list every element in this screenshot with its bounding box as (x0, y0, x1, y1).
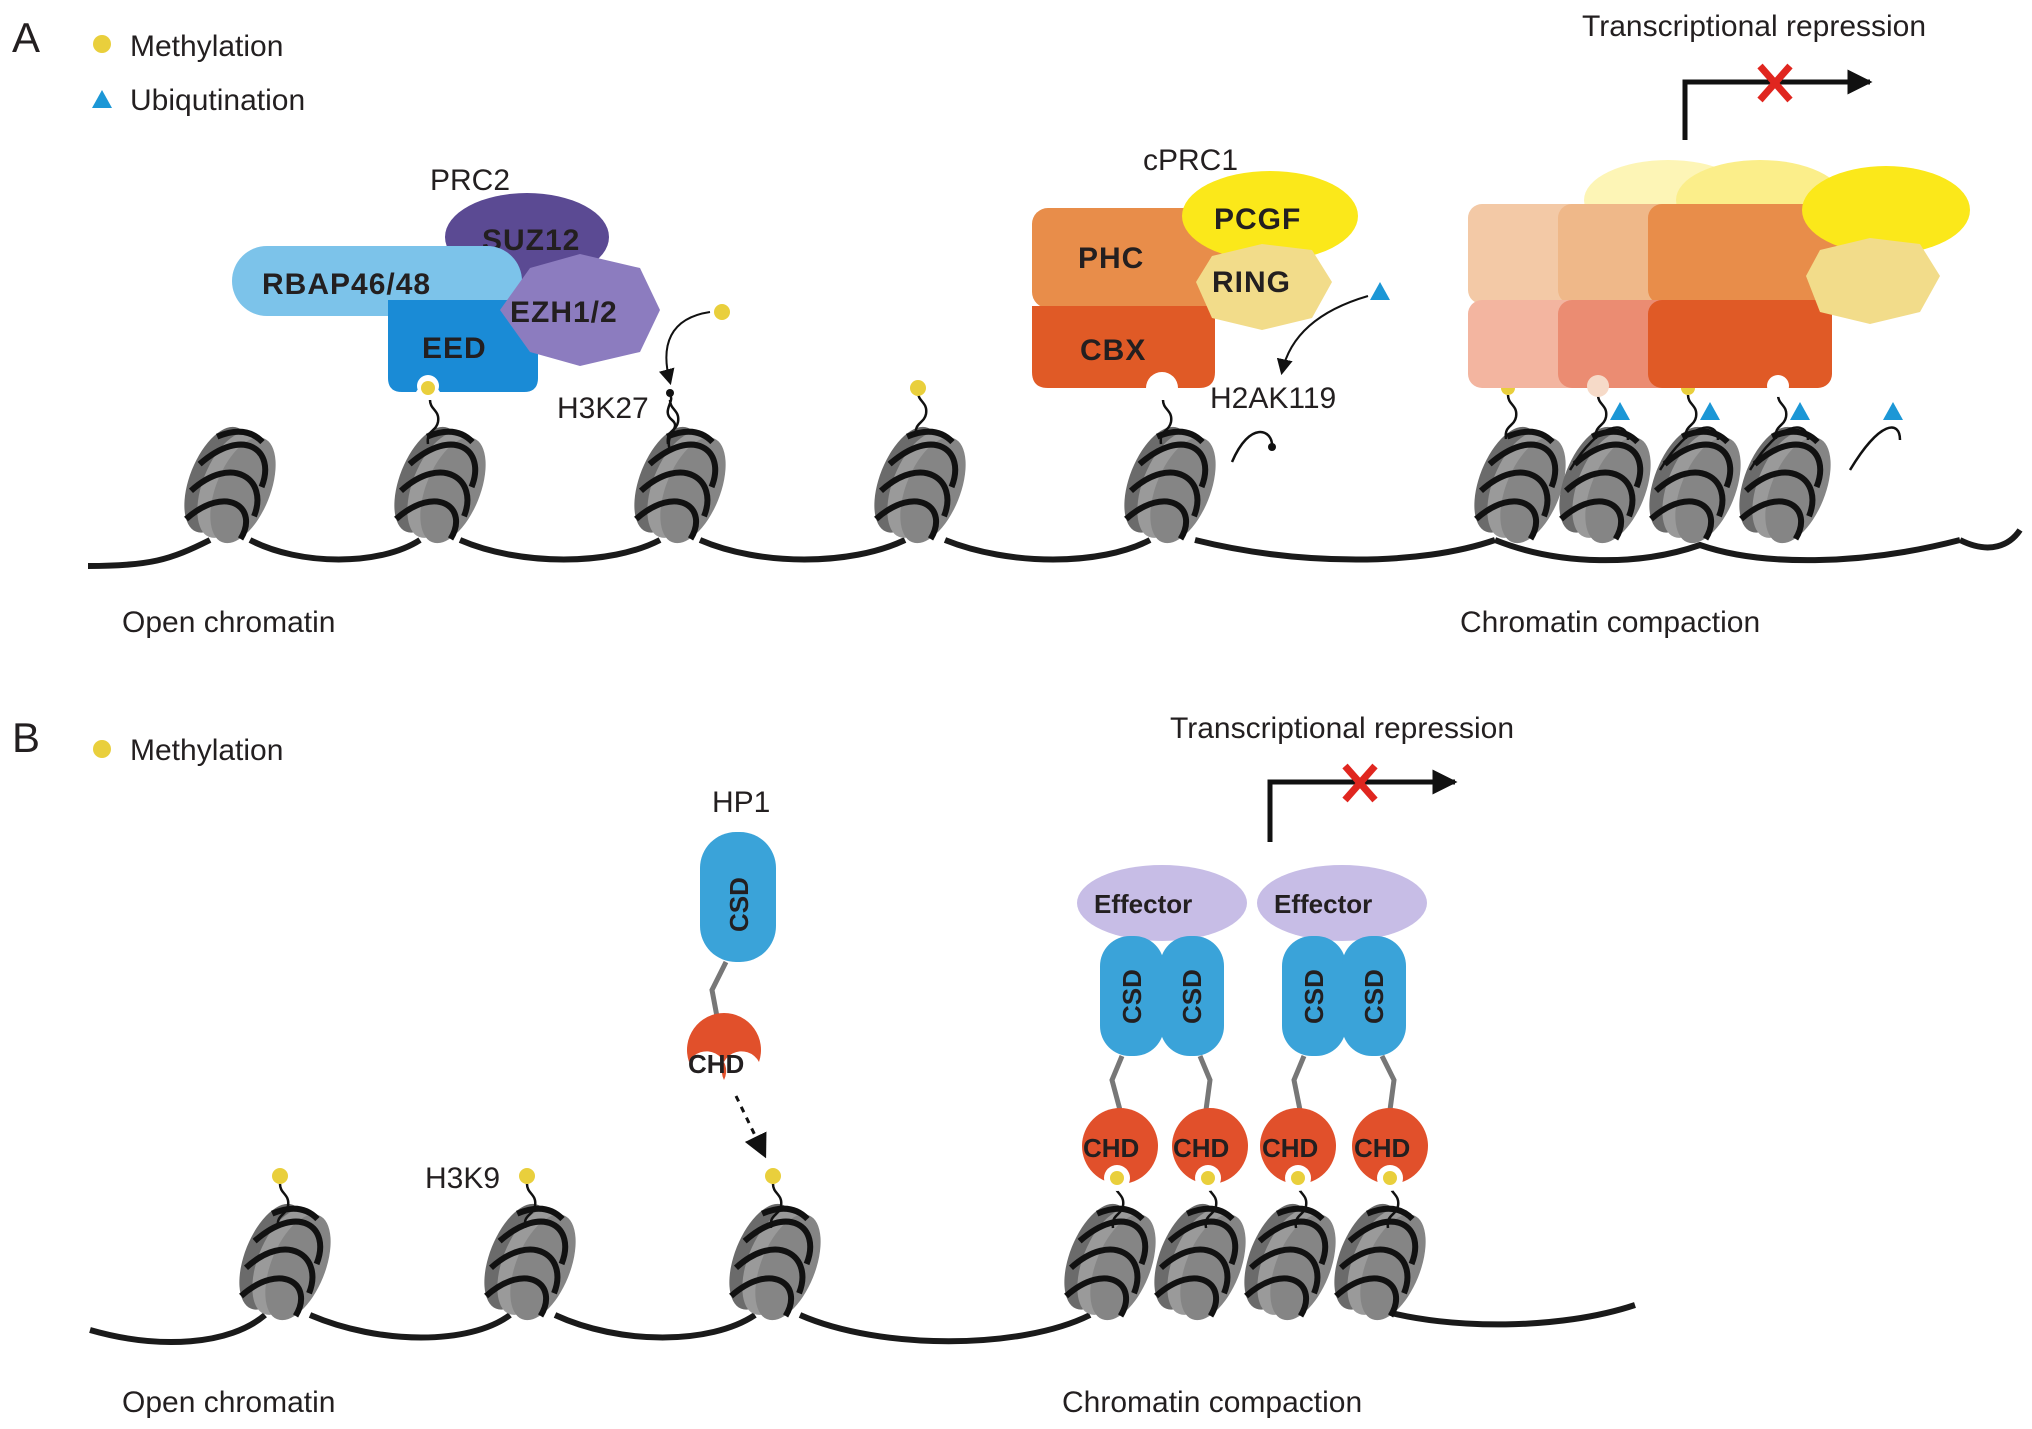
panel-a-letter: A (12, 14, 40, 61)
nucleosome (1051, 1195, 1169, 1330)
dna-strand-b (89, 1302, 1636, 1345)
effector-label: Effector (1094, 889, 1192, 919)
cbx-protein (1032, 306, 1215, 388)
nucleosome (1461, 418, 1579, 553)
nucleosome (1231, 1195, 1349, 1330)
h3k9-label: H3K9 (425, 1162, 500, 1195)
methylation-legend-icon (93, 35, 111, 53)
repression-x-icon (1342, 763, 1378, 803)
hp1-dimer-left: Effector CSD CSD CHD CHD (1077, 865, 1248, 1191)
nucleosome (1141, 1195, 1259, 1330)
nucleosome (226, 1195, 344, 1330)
methylation-mark (421, 381, 435, 395)
effector-label: Effector (1274, 889, 1372, 919)
methylation-legend-icon (93, 740, 111, 758)
csd-label: CSD (724, 877, 754, 932)
transcription-repression-label-b: Transcriptional repression (1170, 712, 1514, 745)
ring-label: RING (1212, 266, 1291, 299)
pcgf-label: PCGF (1214, 203, 1301, 236)
pcgf-protein (1182, 171, 1358, 261)
transcription-start-arrow (1267, 769, 1458, 842)
legend-methylation-label-b: Methylation (130, 734, 283, 767)
hp1-label: HP1 (712, 786, 770, 819)
cprc1-complex: cPRC1 PHC CBX PCGF RING H2AK119 (1032, 144, 1390, 415)
legend-ubiquitination-label: Ubiqutination (130, 84, 305, 117)
dna-compacted-a (1493, 537, 1961, 564)
nucleosome (1321, 1195, 1439, 1330)
ezh-protein (500, 254, 660, 366)
repression-x-icon (1757, 63, 1793, 103)
open-chromatin-label-a: Open chromatin (122, 606, 335, 639)
prc2-label: PRC2 (430, 164, 510, 197)
effector-protein (1077, 865, 1247, 941)
nucleosome (1546, 418, 1664, 553)
h2ak119-label: H2AK119 (1210, 382, 1336, 415)
hinge (709, 960, 729, 1023)
ubiquitination-arrow (1276, 295, 1369, 376)
methylation-mark (714, 304, 730, 320)
dna-strand-a (87, 528, 2023, 569)
rbap-protein (232, 246, 522, 316)
rbap-label: RBAP46/48 (262, 268, 431, 301)
h2ak119-tail (1230, 430, 1274, 463)
eed-label: EED (422, 332, 487, 365)
eed-protein (388, 300, 538, 392)
csd-domain (700, 832, 776, 962)
phc-protein (1032, 208, 1222, 308)
transcription-repression-b: Transcriptional repression (1170, 712, 1514, 842)
legend-methylation-label: Methylation (130, 30, 283, 63)
csd-label: CSD (1359, 969, 1389, 1024)
ubiquitination-legend-icon (92, 90, 112, 108)
nucleosome (1111, 418, 1229, 553)
phc-label: PHC (1078, 242, 1144, 275)
ring-protein (1196, 244, 1332, 330)
transcription-repression-label: Transcriptional repression (1582, 10, 1926, 43)
chd-domain (687, 1013, 761, 1080)
hp1-dimer-right: Effector CSD CSD CHD CHD (1257, 865, 1428, 1191)
effector-protein (1257, 865, 1427, 941)
transcription-repression-a: Transcriptional repression (1582, 10, 1926, 140)
csd-label: CSD (1299, 969, 1329, 1024)
open-chromatin-label-b: Open chromatin (122, 1386, 335, 1419)
methylation-mark (910, 380, 926, 396)
chd-label: CHD (1262, 1133, 1318, 1163)
nucleosome (1636, 418, 1754, 553)
chromatin-compaction-label-b: Chromatin compaction (1062, 1386, 1362, 1419)
chd-label: CHD (1173, 1133, 1229, 1163)
cbx-label: CBX (1080, 334, 1146, 367)
chromatin-compaction-label-a: Chromatin compaction (1460, 606, 1760, 639)
legend-a: Methylation Ubiqutination (92, 30, 305, 117)
chd-label: CHD (688, 1049, 744, 1079)
ubiquitin-mark (1370, 282, 1390, 300)
nucleosome (381, 418, 499, 553)
h3k27-tail (666, 391, 677, 451)
nucleosome (1726, 418, 1844, 553)
csd-label: CSD (1117, 969, 1147, 1024)
chd-label: CHD (1083, 1133, 1139, 1163)
nucleosome (621, 418, 739, 553)
prc2-complex: PRC2 SUZ12 RBAP46/48 EZH1/2 EED H3K27 (232, 164, 730, 451)
nucleosome (861, 418, 979, 553)
tails-b (272, 1168, 1400, 1230)
h3k27-label: H3K27 (557, 392, 649, 425)
panel-b-letter: B (12, 714, 40, 761)
nucleosome (171, 418, 289, 553)
h3k27-site (666, 389, 674, 397)
ezh-label: EZH1/2 (510, 296, 618, 329)
binding-arrow (734, 1095, 767, 1159)
hp1-protein: HP1 CSD CHD (687, 786, 776, 1159)
csd-label: CSD (1177, 969, 1207, 1024)
cprc1-label: cPRC1 (1143, 144, 1238, 177)
cbx-pocket (1151, 375, 1173, 397)
compacted-prc1-cluster (1468, 160, 1970, 397)
h2ak119-site (1268, 443, 1276, 451)
methylation-arrow (658, 311, 711, 386)
compacted-marks-a (1501, 381, 1903, 471)
chd-label: CHD (1354, 1133, 1410, 1163)
transcription-start-arrow (1682, 69, 1873, 140)
